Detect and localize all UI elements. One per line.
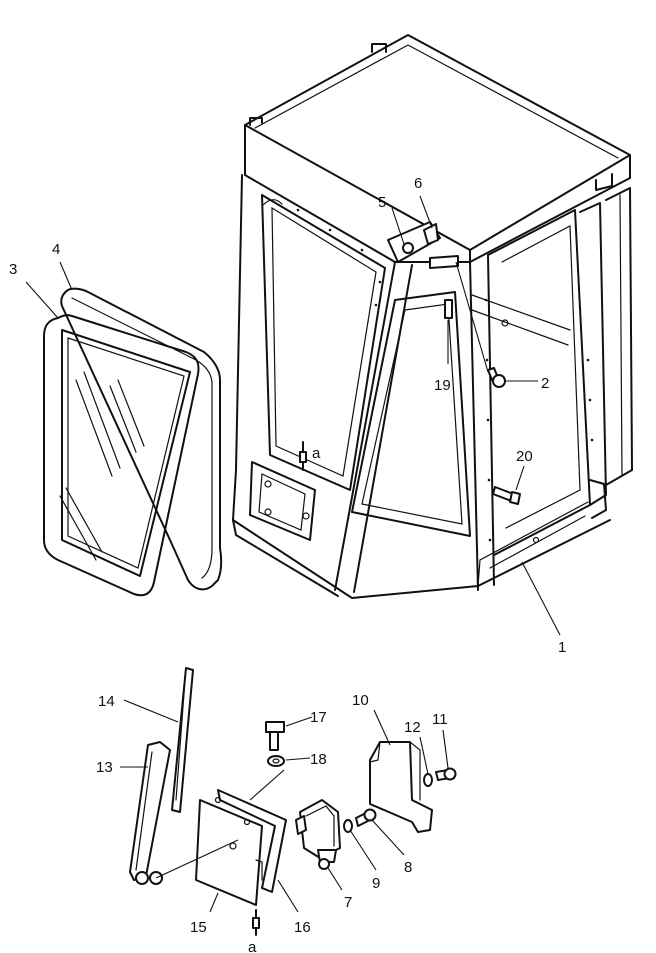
mount-plate-15 <box>195 796 263 906</box>
wiper-arm <box>129 741 171 885</box>
bolt-11 <box>435 767 457 781</box>
callout-4: 4 <box>52 241 60 258</box>
ref-a-top-marker <box>299 441 307 471</box>
ref-a-bottom-marker <box>252 909 260 936</box>
bolt-8 <box>355 808 377 827</box>
callout-2: 2 <box>541 375 549 392</box>
callout-11: 11 <box>432 711 448 728</box>
callout-3: 3 <box>9 261 17 278</box>
callout-6: 6 <box>414 175 422 192</box>
callout-10: 10 <box>352 692 369 709</box>
washer-18 <box>267 755 285 767</box>
callout-8: 8 <box>404 859 412 876</box>
callout-14: 14 <box>98 693 115 710</box>
ref-a-bottom-label: a <box>248 939 257 953</box>
callout-15: 15 <box>190 919 207 936</box>
bolt-17 <box>265 721 285 751</box>
callout-1: 1 <box>558 639 566 656</box>
window-glass-assembly <box>43 287 223 597</box>
callout-7: 7 <box>344 894 352 911</box>
callout-17: 17 <box>310 709 327 726</box>
callout-13: 13 <box>96 759 113 776</box>
callout-12: 12 <box>404 719 421 736</box>
callout-20: 20 <box>516 448 533 465</box>
cab-body <box>232 34 633 599</box>
upper-bracket <box>387 221 459 269</box>
callout-labels: 1 2 3 4 5 6 7 8 9 10 11 12 13 14 15 16 1… <box>9 175 566 953</box>
callout-16: 16 <box>294 919 311 936</box>
callout-5: 5 <box>378 194 386 211</box>
leader-lines <box>25 195 561 913</box>
bolt-2 <box>487 367 506 388</box>
washer-9 <box>343 819 353 833</box>
callout-9: 9 <box>372 875 380 892</box>
callout-19: 19 <box>434 377 451 394</box>
wiper-blade <box>171 667 194 813</box>
callout-18: 18 <box>310 751 327 768</box>
washer-12 <box>423 773 433 787</box>
ref-a-top-label: a <box>312 445 321 462</box>
bolt-20 <box>492 486 521 505</box>
motor-cover <box>369 741 433 833</box>
bolt-19 <box>444 299 453 319</box>
wiper-motor <box>295 799 341 870</box>
